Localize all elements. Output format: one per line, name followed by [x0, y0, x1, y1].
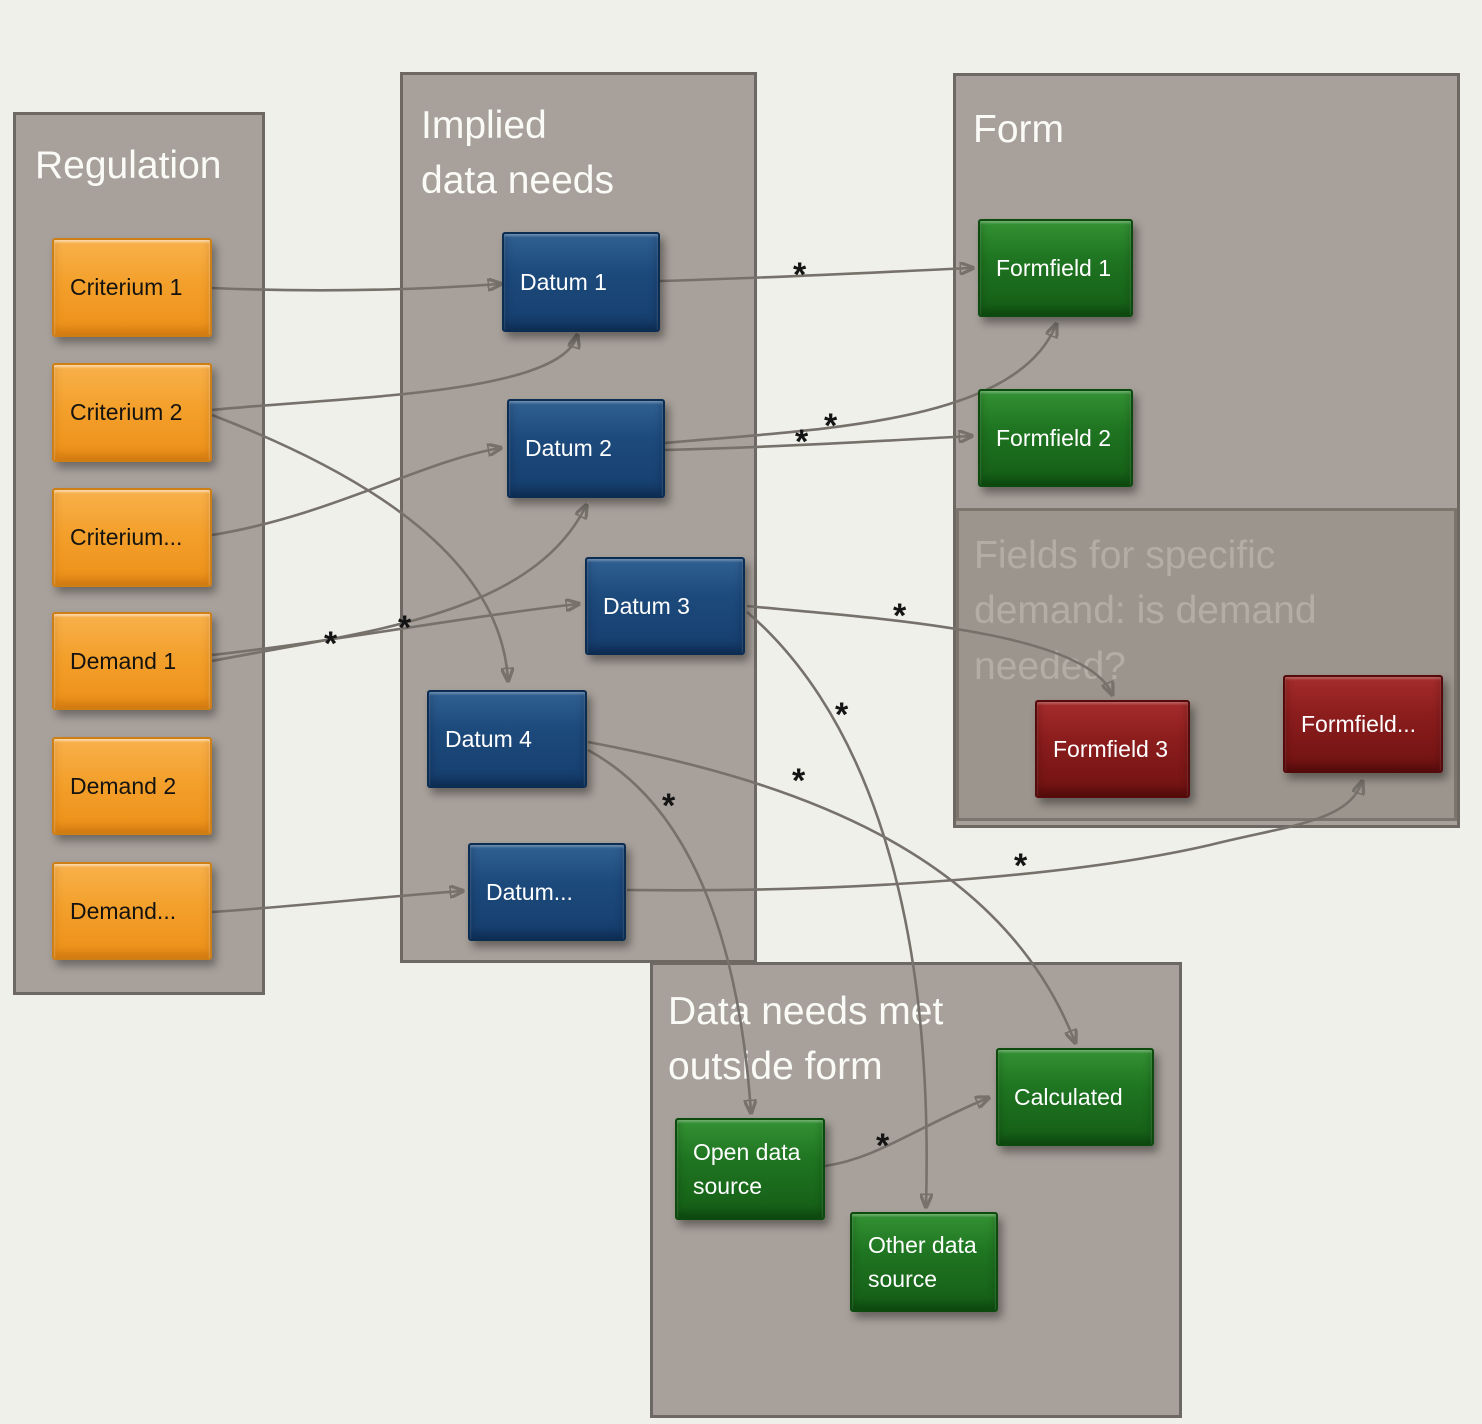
node-demand2-label: Demand 2: [70, 772, 177, 799]
node-demand2: Demand 2: [52, 737, 212, 835]
node-criterium1: Criterium 1: [52, 238, 212, 337]
panel-regulation-title: Regulation: [35, 144, 222, 187]
node-calculated: Calculated: [996, 1048, 1154, 1146]
panel-implied-title: Implied data needs: [421, 104, 615, 203]
asterisk-datum2-formfield1: *: [824, 407, 838, 445]
asterisk-datum1-formfield1: *: [793, 256, 807, 294]
asterisk-demand1-datum3: *: [324, 625, 338, 663]
node-demand1-label: Demand 1: [70, 647, 177, 674]
node-formfield3-label: Formfield 3: [1053, 735, 1169, 762]
panel-outside-title: Data needs met outside form: [668, 990, 944, 1089]
node-calculated-label: Calculated: [1014, 1083, 1123, 1110]
panel-fields-title: Fields for specific demand: is demand ne…: [974, 534, 1317, 688]
node-demand1: Demand 1: [52, 612, 212, 710]
node-criterium-more: Criterium...: [52, 488, 212, 587]
node-datum-more-label: Datum...: [486, 878, 573, 905]
node-other-data-source-label: Other data source: [868, 1231, 977, 1293]
node-datum2: Datum 2: [507, 399, 665, 498]
node-datum4: Datum 4: [427, 690, 587, 788]
asterisk-demand1-datum2: *: [398, 609, 412, 647]
node-formfield1-label: Formfield 1: [996, 254, 1112, 281]
node-datum1: Datum 1: [502, 232, 660, 332]
asterisk-datum4-open-data: *: [662, 787, 676, 825]
node-datum2-label: Datum 2: [525, 435, 612, 462]
node-formfield2-label: Formfield 2: [996, 424, 1112, 451]
node-datum4-label: Datum 4: [445, 725, 532, 752]
asterisk-datum-more-formfield-more: *: [1014, 847, 1028, 885]
panel-form-title: Form: [973, 108, 1064, 151]
node-criterium-more-label: Criterium...: [70, 524, 183, 551]
asterisk-datum3-formfield3: *: [893, 597, 907, 635]
node-criterium1-label: Criterium 1: [70, 274, 183, 301]
node-datum3: Datum 3: [585, 557, 745, 655]
node-formfield-more-label: Formfield...: [1301, 710, 1417, 737]
node-formfield-more: Formfield...: [1283, 675, 1443, 773]
node-demand-more: Demand...: [52, 862, 212, 960]
node-formfield3: Formfield 3: [1035, 700, 1190, 798]
node-datum3-label: Datum 3: [603, 592, 690, 619]
node-open-data-source-label: Open data source: [693, 1138, 801, 1200]
node-open-data-source: Open data source: [675, 1118, 825, 1220]
node-criterium2: Criterium 2: [52, 363, 212, 462]
node-datum1-label: Datum 1: [520, 268, 607, 295]
asterisk-datum3-other-data: *: [835, 696, 849, 734]
node-formfield2: Formfield 2: [978, 389, 1133, 487]
node-formfield1: Formfield 1: [978, 219, 1133, 317]
node-other-data-source: Other data source: [850, 1212, 998, 1312]
asterisk-datum2-formfield2: *: [795, 423, 809, 461]
asterisk-open-data-calculated: *: [876, 1127, 890, 1165]
node-datum-more: Datum...: [468, 843, 626, 941]
asterisk-datum4-calculated: *: [792, 762, 806, 800]
node-demand-more-label: Demand...: [70, 897, 177, 924]
node-criterium2-label: Criterium 2: [70, 399, 183, 426]
